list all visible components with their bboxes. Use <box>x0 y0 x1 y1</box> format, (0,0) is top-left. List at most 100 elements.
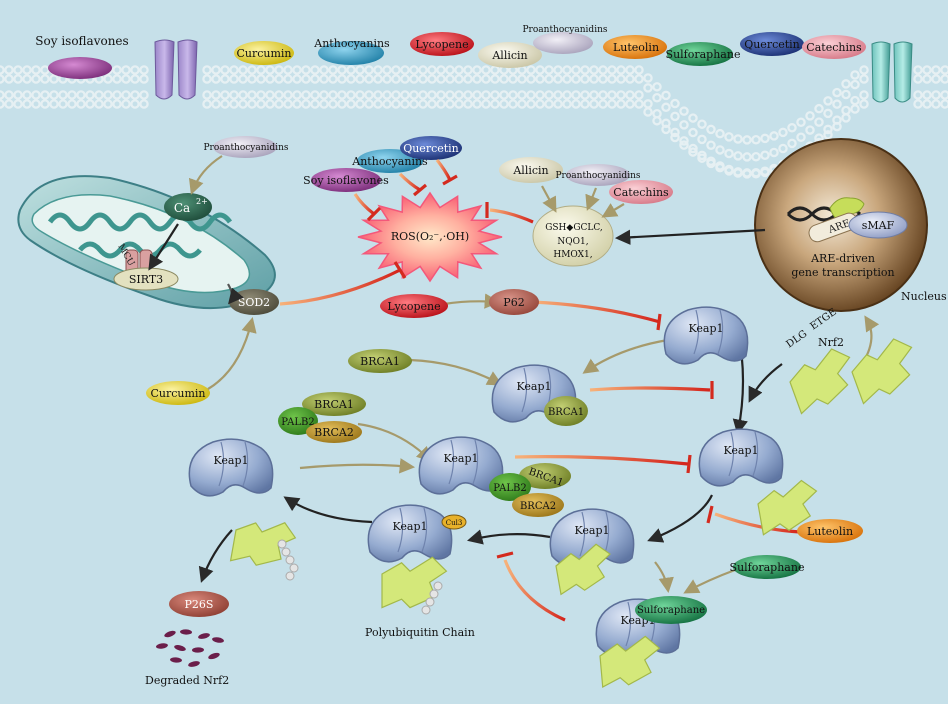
mito-curcumin-label: Curcumin <box>150 387 205 400</box>
p26s-proteasome: P26S <box>169 591 229 617</box>
keap1-label: Keap1 <box>723 444 758 457</box>
ubiquitin-unit <box>289 563 299 573</box>
keap1-protein: Keap1 <box>188 438 274 497</box>
antioxidant-catechins: Catechins <box>609 180 673 204</box>
polyubiquitin-chains <box>277 539 443 615</box>
compound-luteolin: Luteolin <box>603 35 667 59</box>
ubiquitin-unit <box>277 539 287 549</box>
allicin-label: Allicin <box>491 49 527 62</box>
membrane-channel-right <box>871 41 913 103</box>
pathway-luteolin-label: Luteolin <box>807 525 853 538</box>
nucleus-caption-1: ARE-driven <box>810 252 875 265</box>
calcium-label: Ca <box>174 201 190 215</box>
pathway-lycopene-label: Lycopene <box>387 300 440 313</box>
anthocyanins-label: Anthocyanins <box>313 37 390 50</box>
p26s-label: P26S <box>185 598 214 611</box>
antioxidant-proanthocyanidins-label: Proanthocyanidins <box>556 171 641 181</box>
inhibition-lines <box>279 159 801 622</box>
nrf2-protein <box>599 635 661 689</box>
pathway-luteolin: Luteolin <box>797 519 863 543</box>
antioxidant-proanthocyanidins: Proanthocyanidins <box>556 164 641 186</box>
polyubiquitin-label: Polyubiquitin Chain <box>365 626 475 639</box>
keap1-label: Keap1 <box>443 452 478 465</box>
ubiquitin-unit <box>421 605 431 615</box>
nucleus: ARE sMAF ARE-driven gene transcription <box>754 138 928 312</box>
keap1-protein: Keap1 <box>549 508 635 567</box>
dlg-label: DLG <box>784 328 809 350</box>
bound-brca1-label: BRCA1 <box>548 407 584 418</box>
proanthocyanidins-label: Proanthocyanidins <box>523 25 608 35</box>
keap1-label: Keap1 <box>392 520 427 533</box>
nrf2-protein <box>789 348 851 415</box>
nrf2-layer <box>229 338 913 689</box>
keap1-bound-brca1: BRCA1 <box>544 396 588 426</box>
bound-sulforaphane-label: Sulforaphane <box>637 605 705 616</box>
compound-lycopene: Lycopene <box>410 32 474 56</box>
keap1-protein: Keap1 <box>698 428 784 487</box>
antioxidant-enzymes: GSH◆GCLC, NQO1, HMOX1, <box>532 205 614 267</box>
nucleus-label: Nucleus <box>901 290 947 303</box>
degraded-fragment <box>174 645 186 651</box>
degraded-fragment <box>188 661 200 667</box>
mitochondrion <box>17 175 276 310</box>
cul3-label: Cul3 <box>446 519 463 527</box>
sulforaphane-label: Sulforaphane <box>666 48 741 61</box>
soy-isoflavones-label: Soy isoflavones <box>35 34 128 48</box>
antioxidant-catechins-label: Catechins <box>613 186 669 199</box>
compound-proanthocyanidins: Proanthocyanidins <box>523 25 608 54</box>
nrf2-protein <box>555 543 611 596</box>
keap1-protein: Keap1 <box>367 504 453 563</box>
degraded-fragment <box>170 657 182 663</box>
mito-proanthocyanidins: Proanthocyanidins <box>204 136 289 158</box>
pathway-sulforaphane: Sulforaphane <box>730 555 804 579</box>
enzymes-line-2: NQO1, <box>557 237 588 247</box>
degraded-fragment <box>198 633 210 639</box>
p62-label: P62 <box>503 296 524 309</box>
ros-label: ROS(O₂⁻,·OH) <box>391 230 469 243</box>
lycopene-label: Lycopene <box>415 38 468 51</box>
sod2: SOD2 <box>229 289 279 315</box>
degraded-fragment <box>208 652 220 660</box>
complex-brca2-label: BRCA2 <box>314 426 354 439</box>
degraded-nrf2-label: Degraded Nrf2 <box>145 674 229 687</box>
keap1-label: Keap1 <box>574 524 609 537</box>
keap1-label: Keap1 <box>688 322 723 335</box>
complex-palb2-label: PALB2 <box>281 417 314 428</box>
nrf2-free: DLG ETGE Nrf2 <box>784 307 844 351</box>
degraded-fragment <box>156 643 168 649</box>
nrf2-protein <box>757 479 818 536</box>
bound-complex-palb2-label: PALB2 <box>493 483 526 494</box>
pathway-brca1: BRCA1 <box>348 349 412 373</box>
degraded-fragment <box>164 630 176 638</box>
nucleus-caption-2: gene transcription <box>791 266 894 279</box>
nrf2-label: Nrf2 <box>818 336 844 349</box>
sirt3: SIRT3 <box>113 267 179 291</box>
p62: P62 <box>489 289 539 315</box>
ros-quercetin: Quercetin <box>400 136 462 160</box>
ros-soy-label: Soy isoflavones <box>303 174 389 187</box>
etge-label: ETGE <box>808 307 838 333</box>
ros-soy-isoflavones: Soy isoflavones <box>303 168 389 192</box>
ubiquitin-unit <box>285 571 295 581</box>
ros-quercetin-label: Quercetin <box>403 142 459 155</box>
keap1-bound-complex: BRCA1 PALB2 BRCA2 <box>489 463 571 517</box>
mito-curcumin: Curcumin <box>146 381 210 405</box>
keap1-label: Keap1 <box>213 454 248 467</box>
cell-membrane <box>0 65 948 179</box>
pathway-lycopene: Lycopene <box>380 294 448 318</box>
pathway-brca1-label: BRCA1 <box>360 355 400 368</box>
ros-burst: ROS(O₂⁻,·OH) <box>357 191 503 283</box>
ubiquitin-unit <box>425 597 435 607</box>
compound-anthocyanins: Anthocyanins <box>313 37 390 65</box>
compound-soy-isoflavones: Soy isoflavones <box>35 34 129 79</box>
cul3: Cul3 <box>441 514 467 530</box>
calcium-charge-label: 2+ <box>196 197 208 206</box>
ubiquitin-unit <box>429 589 439 599</box>
bound-complex-brca2-label: BRCA2 <box>520 501 556 512</box>
sod2-label: SOD2 <box>238 296 270 309</box>
ubiquitin-unit <box>285 555 295 565</box>
nrf2-protein <box>851 338 913 405</box>
membrane-channel-left <box>154 39 198 100</box>
complex-brca1-label: BRCA1 <box>314 398 354 411</box>
